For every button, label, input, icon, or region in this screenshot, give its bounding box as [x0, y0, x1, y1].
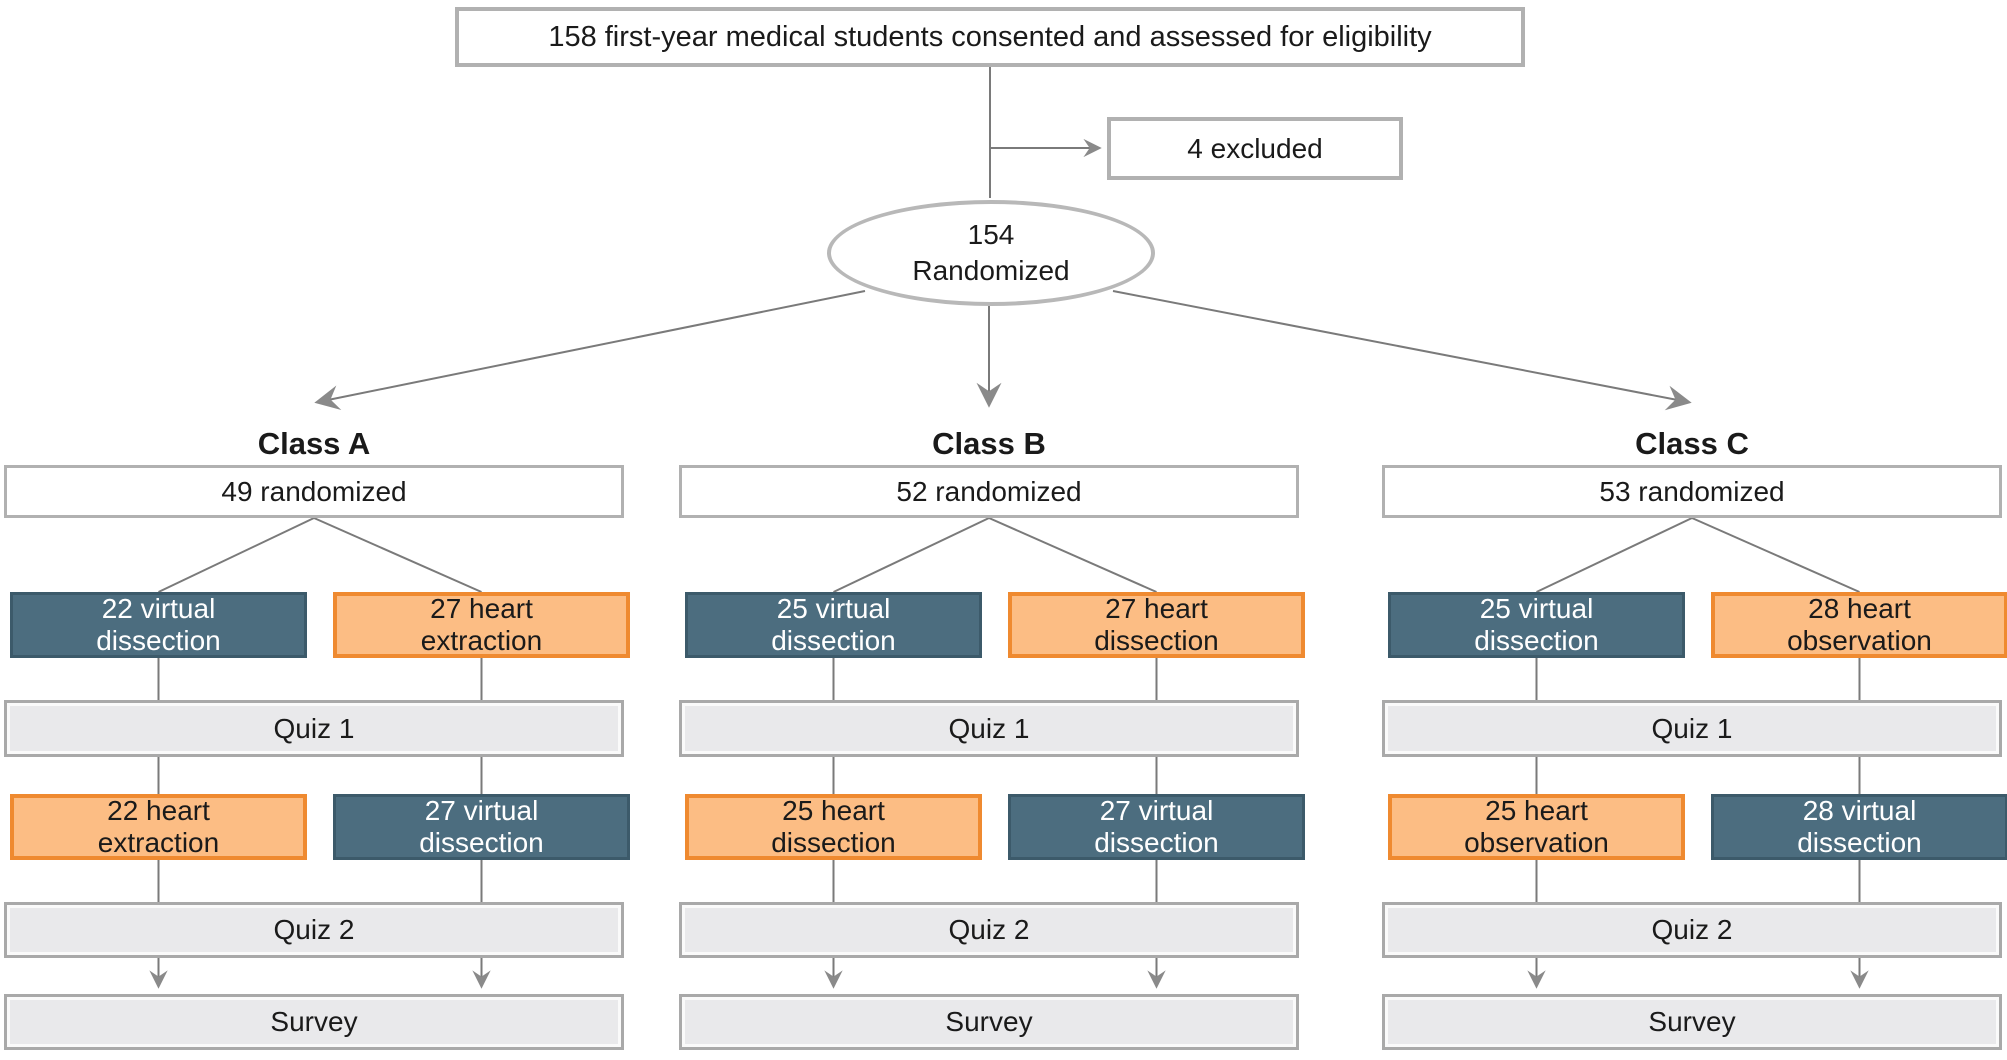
quiz2-text: Quiz 2 [948, 914, 1030, 945]
class-a-session1-heart-extraction-box: 27 heart extraction [333, 592, 630, 658]
box-text-line1: 25 virtual [1479, 593, 1594, 624]
class-c-session2-heart-observation-box: 25 heart observation [1388, 794, 1685, 860]
class-b-title: Class B [932, 426, 1046, 461]
class-a-randomized-box: 49 randomized [4, 465, 624, 518]
box-text-line1: 25 virtual [776, 593, 891, 624]
box-text-line2: observation [1464, 827, 1609, 858]
class-a-randomized-text: 49 randomized [221, 475, 407, 507]
randomized-ellipse: 154 Randomized [827, 200, 1155, 306]
class-c-survey-box: Survey [1382, 994, 2002, 1050]
box-text-line2: dissection [96, 625, 221, 656]
class-c-session1-heart-observation-box: 28 heart observation [1711, 592, 2007, 658]
class-b-session1-virtual-dissection-box: 25 virtual dissection [685, 592, 982, 658]
box-text-line1: 27 heart [1105, 593, 1208, 624]
eligibility-text: 158 first-year medical students consente… [548, 21, 1432, 53]
box-text-line1: 27 heart [430, 593, 533, 624]
survey-text: Survey [945, 1006, 1033, 1037]
class-c-randomized-text: 53 randomized [1599, 475, 1785, 507]
box-text-line1: 22 virtual [101, 593, 216, 624]
box-text-line2: dissection [1474, 625, 1599, 656]
randomized-count: 154 [967, 219, 1015, 250]
quiz2-text: Quiz 2 [1651, 914, 1733, 945]
class-b-quiz1-box: Quiz 1 [679, 700, 1299, 757]
quiz1-text: Quiz 1 [1651, 712, 1733, 744]
box-text-line2: dissection [771, 827, 896, 858]
box-text-line1: 27 virtual [424, 795, 539, 826]
box-text-line2: extraction [97, 827, 220, 858]
class-b-randomized-text: 52 randomized [896, 475, 1082, 507]
excluded-text: 4 excluded [1187, 132, 1323, 164]
class-b-survey-box: Survey [679, 994, 1299, 1050]
class-a-survey-box: Survey [4, 994, 624, 1050]
class-a-session2-virtual-dissection-box: 27 virtual dissection [333, 794, 630, 860]
box-text-line2: dissection [1094, 827, 1219, 858]
survey-text: Survey [270, 1006, 358, 1037]
box-text-line1: 28 virtual [1802, 795, 1917, 826]
box-text-line2: dissection [1797, 827, 1922, 858]
class-c-title: Class C [1635, 426, 1749, 461]
box-text-line1: 27 virtual [1099, 795, 1214, 826]
class-c-randomized-box: 53 randomized [1382, 465, 2002, 518]
box-text-line2: observation [1787, 625, 1932, 656]
randomized-label: Randomized [912, 255, 1070, 286]
box-text-line1: 25 heart [1485, 795, 1588, 826]
class-c-session2-virtual-dissection-box: 28 virtual dissection [1711, 794, 2007, 860]
survey-text: Survey [1648, 1006, 1736, 1037]
class-a-quiz1-box: Quiz 1 [4, 700, 624, 757]
class-b-session1-heart-dissection-box: 27 heart dissection [1008, 592, 1305, 658]
class-c-quiz1-box: Quiz 1 [1382, 700, 2002, 757]
class-a-title: Class A [257, 426, 371, 461]
class-b-quiz2-box: Quiz 2 [679, 902, 1299, 958]
class-b-session2-heart-dissection-box: 25 heart dissection [685, 794, 982, 860]
quiz2-text: Quiz 2 [273, 914, 355, 945]
quiz1-text: Quiz 1 [273, 712, 355, 744]
excluded-box: 4 excluded [1107, 117, 1403, 180]
box-text-line1: 22 heart [107, 795, 210, 826]
class-a-session1-virtual-dissection-box: 22 virtual dissection [10, 592, 307, 658]
box-text-line2: dissection [1094, 625, 1219, 656]
box-text-line2: dissection [771, 625, 896, 656]
class-c-session1-virtual-dissection-box: 25 virtual dissection [1388, 592, 1685, 658]
quiz1-text: Quiz 1 [948, 712, 1030, 744]
class-a-quiz2-box: Quiz 2 [4, 902, 624, 958]
box-text-line1: 28 heart [1808, 593, 1911, 624]
eligibility-box: 158 first-year medical students consente… [455, 7, 1525, 67]
class-a-session2-heart-extraction-box: 22 heart extraction [10, 794, 307, 860]
box-text-line2: dissection [419, 827, 544, 858]
class-b-randomized-box: 52 randomized [679, 465, 1299, 518]
box-text-line1: 25 heart [782, 795, 885, 826]
box-text-line2: extraction [420, 625, 543, 656]
class-c-quiz2-box: Quiz 2 [1382, 902, 2002, 958]
class-b-session2-virtual-dissection-box: 27 virtual dissection [1008, 794, 1305, 860]
